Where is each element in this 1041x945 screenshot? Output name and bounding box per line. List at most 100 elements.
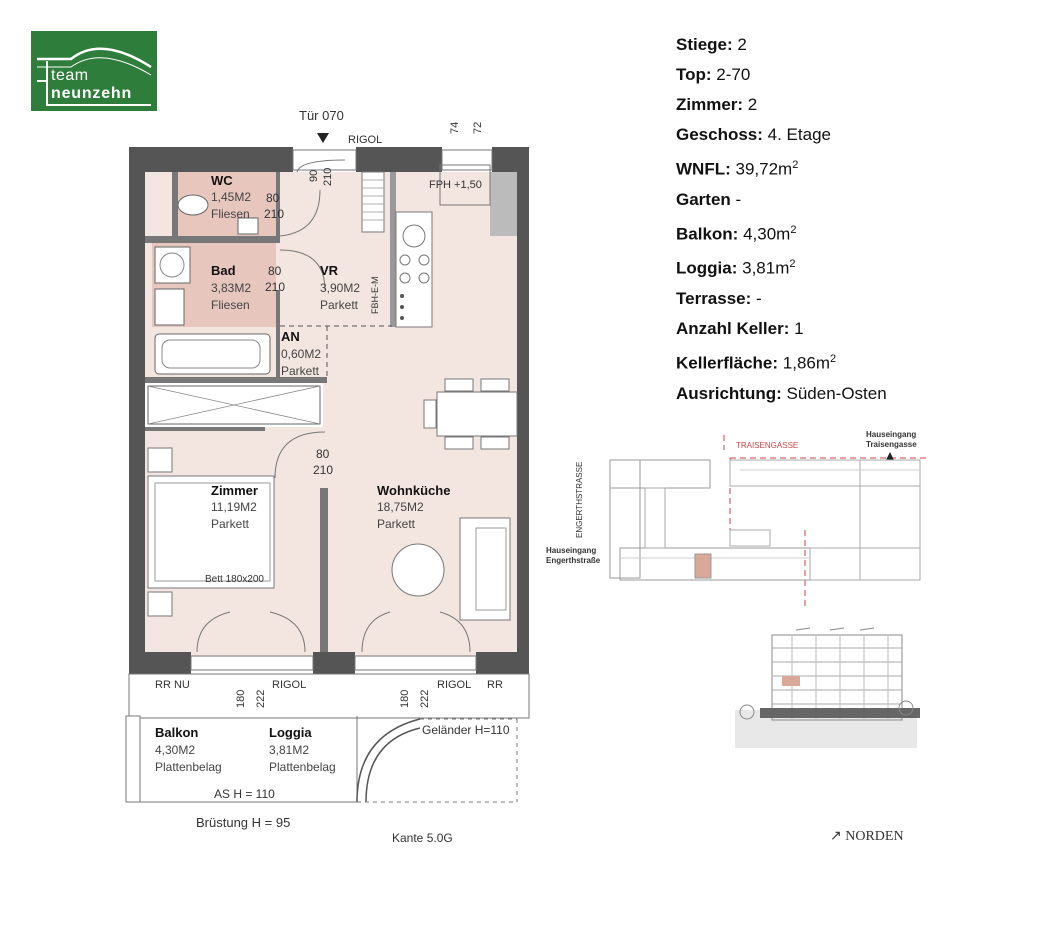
room-vr-area: 3,90M2: [320, 281, 361, 295]
wall-kitchen: [390, 172, 396, 327]
info-key: Top:: [676, 65, 712, 84]
dim-vr-h: 210: [265, 280, 286, 294]
sofa: [459, 517, 511, 621]
section-building: [771, 634, 903, 721]
dim-74: 74: [449, 121, 461, 134]
info-value: 2-70: [711, 65, 751, 84]
entry-arrow-icon: [317, 133, 329, 143]
tree-icon: [739, 704, 755, 720]
info-row: Anzahl Keller: 1: [676, 314, 1016, 344]
info-value: 1: [789, 318, 804, 338]
unit-highlight: [694, 553, 712, 579]
room-loggia-area: 3,81M2: [269, 743, 310, 757]
engerth-label: ENGERTHSTRASSE: [575, 461, 584, 538]
fph-label: FPH +1,50: [429, 179, 482, 191]
info-value: 4,30m: [738, 224, 791, 244]
info-sup: 2: [790, 223, 797, 236]
window-top: [441, 149, 493, 171]
loggia-curve: [356, 718, 421, 803]
wall-top-mid: [356, 147, 442, 172]
room-wohn-area: 18,75M2: [377, 500, 424, 514]
wall-right: [517, 147, 529, 664]
block-west: [609, 459, 641, 579]
door-label: Tür 070: [299, 108, 344, 123]
wardrobe: [147, 385, 321, 425]
bruestung-label: Brüstung H = 95: [196, 815, 291, 830]
room-vr-floor: Parkett: [320, 298, 359, 312]
bed: [147, 475, 275, 589]
dining-table: [436, 391, 518, 437]
room-vr-name: VR: [320, 263, 339, 278]
room-zimmer-floor: Parkett: [211, 517, 250, 531]
shaft: [490, 172, 517, 236]
room-balkon-area: 4,30M2: [155, 743, 196, 757]
gelaender-label: Geländer H=110: [422, 723, 510, 737]
info-row: Geschoss: 4. Etage: [676, 120, 1016, 150]
north-indicator: ↗ NORDEN: [830, 829, 904, 844]
room-wc-floor: Fliesen: [211, 207, 250, 221]
room-wohn-name: Wohnküche: [377, 483, 451, 498]
room-an-floor: Parkett: [281, 364, 320, 378]
dim-vr-w: 80: [268, 264, 282, 278]
wall-top-right: [492, 147, 529, 172]
window-wohn: [354, 655, 477, 671]
balcony-rail-zone: [128, 673, 530, 719]
room-bad-name: Bad: [211, 263, 236, 278]
bathtub-inner: [161, 339, 261, 369]
info-sup: 2: [830, 352, 837, 365]
room-loggia-floor: Plattenbelag: [269, 760, 336, 774]
info-sup: 2: [792, 159, 799, 171]
info-value: 3,81m: [737, 258, 790, 278]
rr-label: RR: [487, 679, 503, 691]
info-key: Stiege:: [676, 35, 733, 54]
dim-zim-w: 80: [316, 447, 330, 461]
info-value: Süden-Osten: [781, 383, 887, 403]
rigol-right: RIGOL: [437, 679, 472, 691]
entrance-traisengasse-1: Hauseingang: [866, 430, 917, 439]
block-north: [609, 459, 711, 489]
wall-bottom-right: [476, 652, 529, 674]
info-value: -: [730, 189, 742, 209]
entrance-engerth-2: Engerthstraße: [546, 556, 601, 565]
info-row: Terrasse: -: [676, 284, 1016, 314]
info-value: -: [751, 288, 762, 308]
fbh-label: FBH-E-M: [370, 276, 380, 315]
info-key: Loggia:: [676, 258, 738, 278]
room-an-area: 0,60M2: [281, 347, 322, 361]
room-an-name: AN: [281, 329, 300, 344]
kitchen-counter: [395, 211, 433, 328]
wall-wc-left: [172, 172, 178, 236]
info-value: 2: [732, 35, 747, 54]
wall-room-top: [145, 427, 265, 431]
info-row: Garten -: [676, 185, 1016, 215]
dim-entry-h: 210: [322, 167, 334, 186]
room-balkon-name: Balkon: [155, 725, 199, 740]
bathtub: [154, 333, 271, 375]
entry-opening: [292, 149, 357, 171]
dim-zim-h: 210: [313, 463, 334, 477]
dim-entry-w: 90: [308, 169, 320, 182]
brand-logo: team neunzehn: [31, 31, 157, 111]
wc-sink: [237, 217, 259, 235]
rigol-top: RIGOL: [348, 134, 383, 146]
wall-bath-bottom: [145, 377, 327, 383]
radiator: [361, 171, 385, 233]
as-h-label: AS H = 110: [214, 787, 275, 801]
info-row: Top: 2-70: [676, 60, 1016, 90]
wardrobe-cross: [147, 385, 321, 425]
room-wc-name: WC: [211, 173, 233, 188]
info-row: Ausrichtung: Süden-Osten: [676, 379, 1016, 409]
toilet: [177, 194, 209, 216]
info-key: WNFL:: [676, 159, 731, 179]
dim-wc-h: 210: [264, 207, 285, 221]
rigol-left: RIGOL: [272, 679, 307, 691]
block-south: [619, 547, 811, 581]
info-value: 39,72m: [730, 159, 793, 179]
logo-line1: team: [51, 67, 89, 84]
dim-bal-b: 222: [255, 689, 267, 708]
room-wohn-floor: Parkett: [377, 517, 416, 531]
logo-roof-icon: [37, 47, 152, 106]
wall-top-left: [129, 147, 293, 172]
